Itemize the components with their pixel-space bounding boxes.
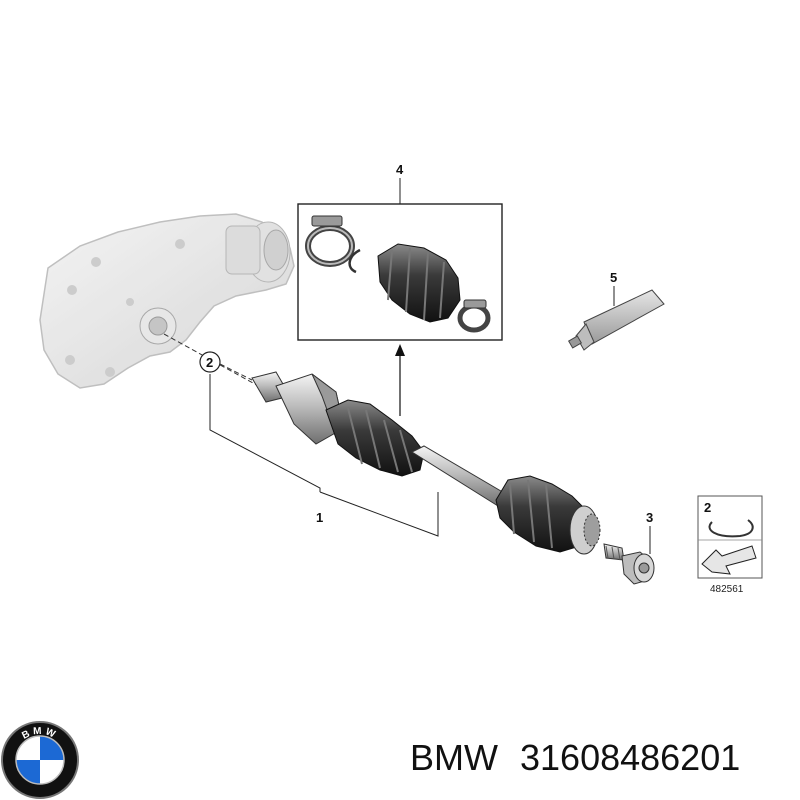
callout-2: 2 bbox=[206, 355, 213, 370]
brand-name: BMW bbox=[410, 737, 498, 778]
bmw-logo: BMW bbox=[1, 721, 79, 799]
bracket-item-1 bbox=[209, 374, 439, 537]
callout-1: 1 bbox=[316, 510, 323, 525]
inset-code: 482561 bbox=[710, 584, 744, 595]
callout-2-marker bbox=[199, 351, 253, 381]
logo-lettering: BMW bbox=[20, 726, 56, 742]
callout-3: 3 bbox=[646, 510, 653, 525]
reference-inset: 2 482561 bbox=[697, 495, 763, 595]
part-caption: BMW 31608486201 bbox=[410, 734, 740, 782]
axle-bolt bbox=[603, 543, 655, 585]
drive-shaft bbox=[251, 371, 601, 555]
callout-5: 5 bbox=[610, 270, 617, 285]
svg-text:BMW: BMW bbox=[20, 726, 59, 742]
callout-4: 4 bbox=[396, 162, 404, 177]
boot-kit-box bbox=[297, 178, 503, 341]
differential-housing bbox=[39, 213, 295, 389]
grease-tube bbox=[567, 286, 665, 351]
inset-callout-2: 2 bbox=[704, 500, 711, 515]
part-number: 31608486201 bbox=[520, 737, 741, 778]
